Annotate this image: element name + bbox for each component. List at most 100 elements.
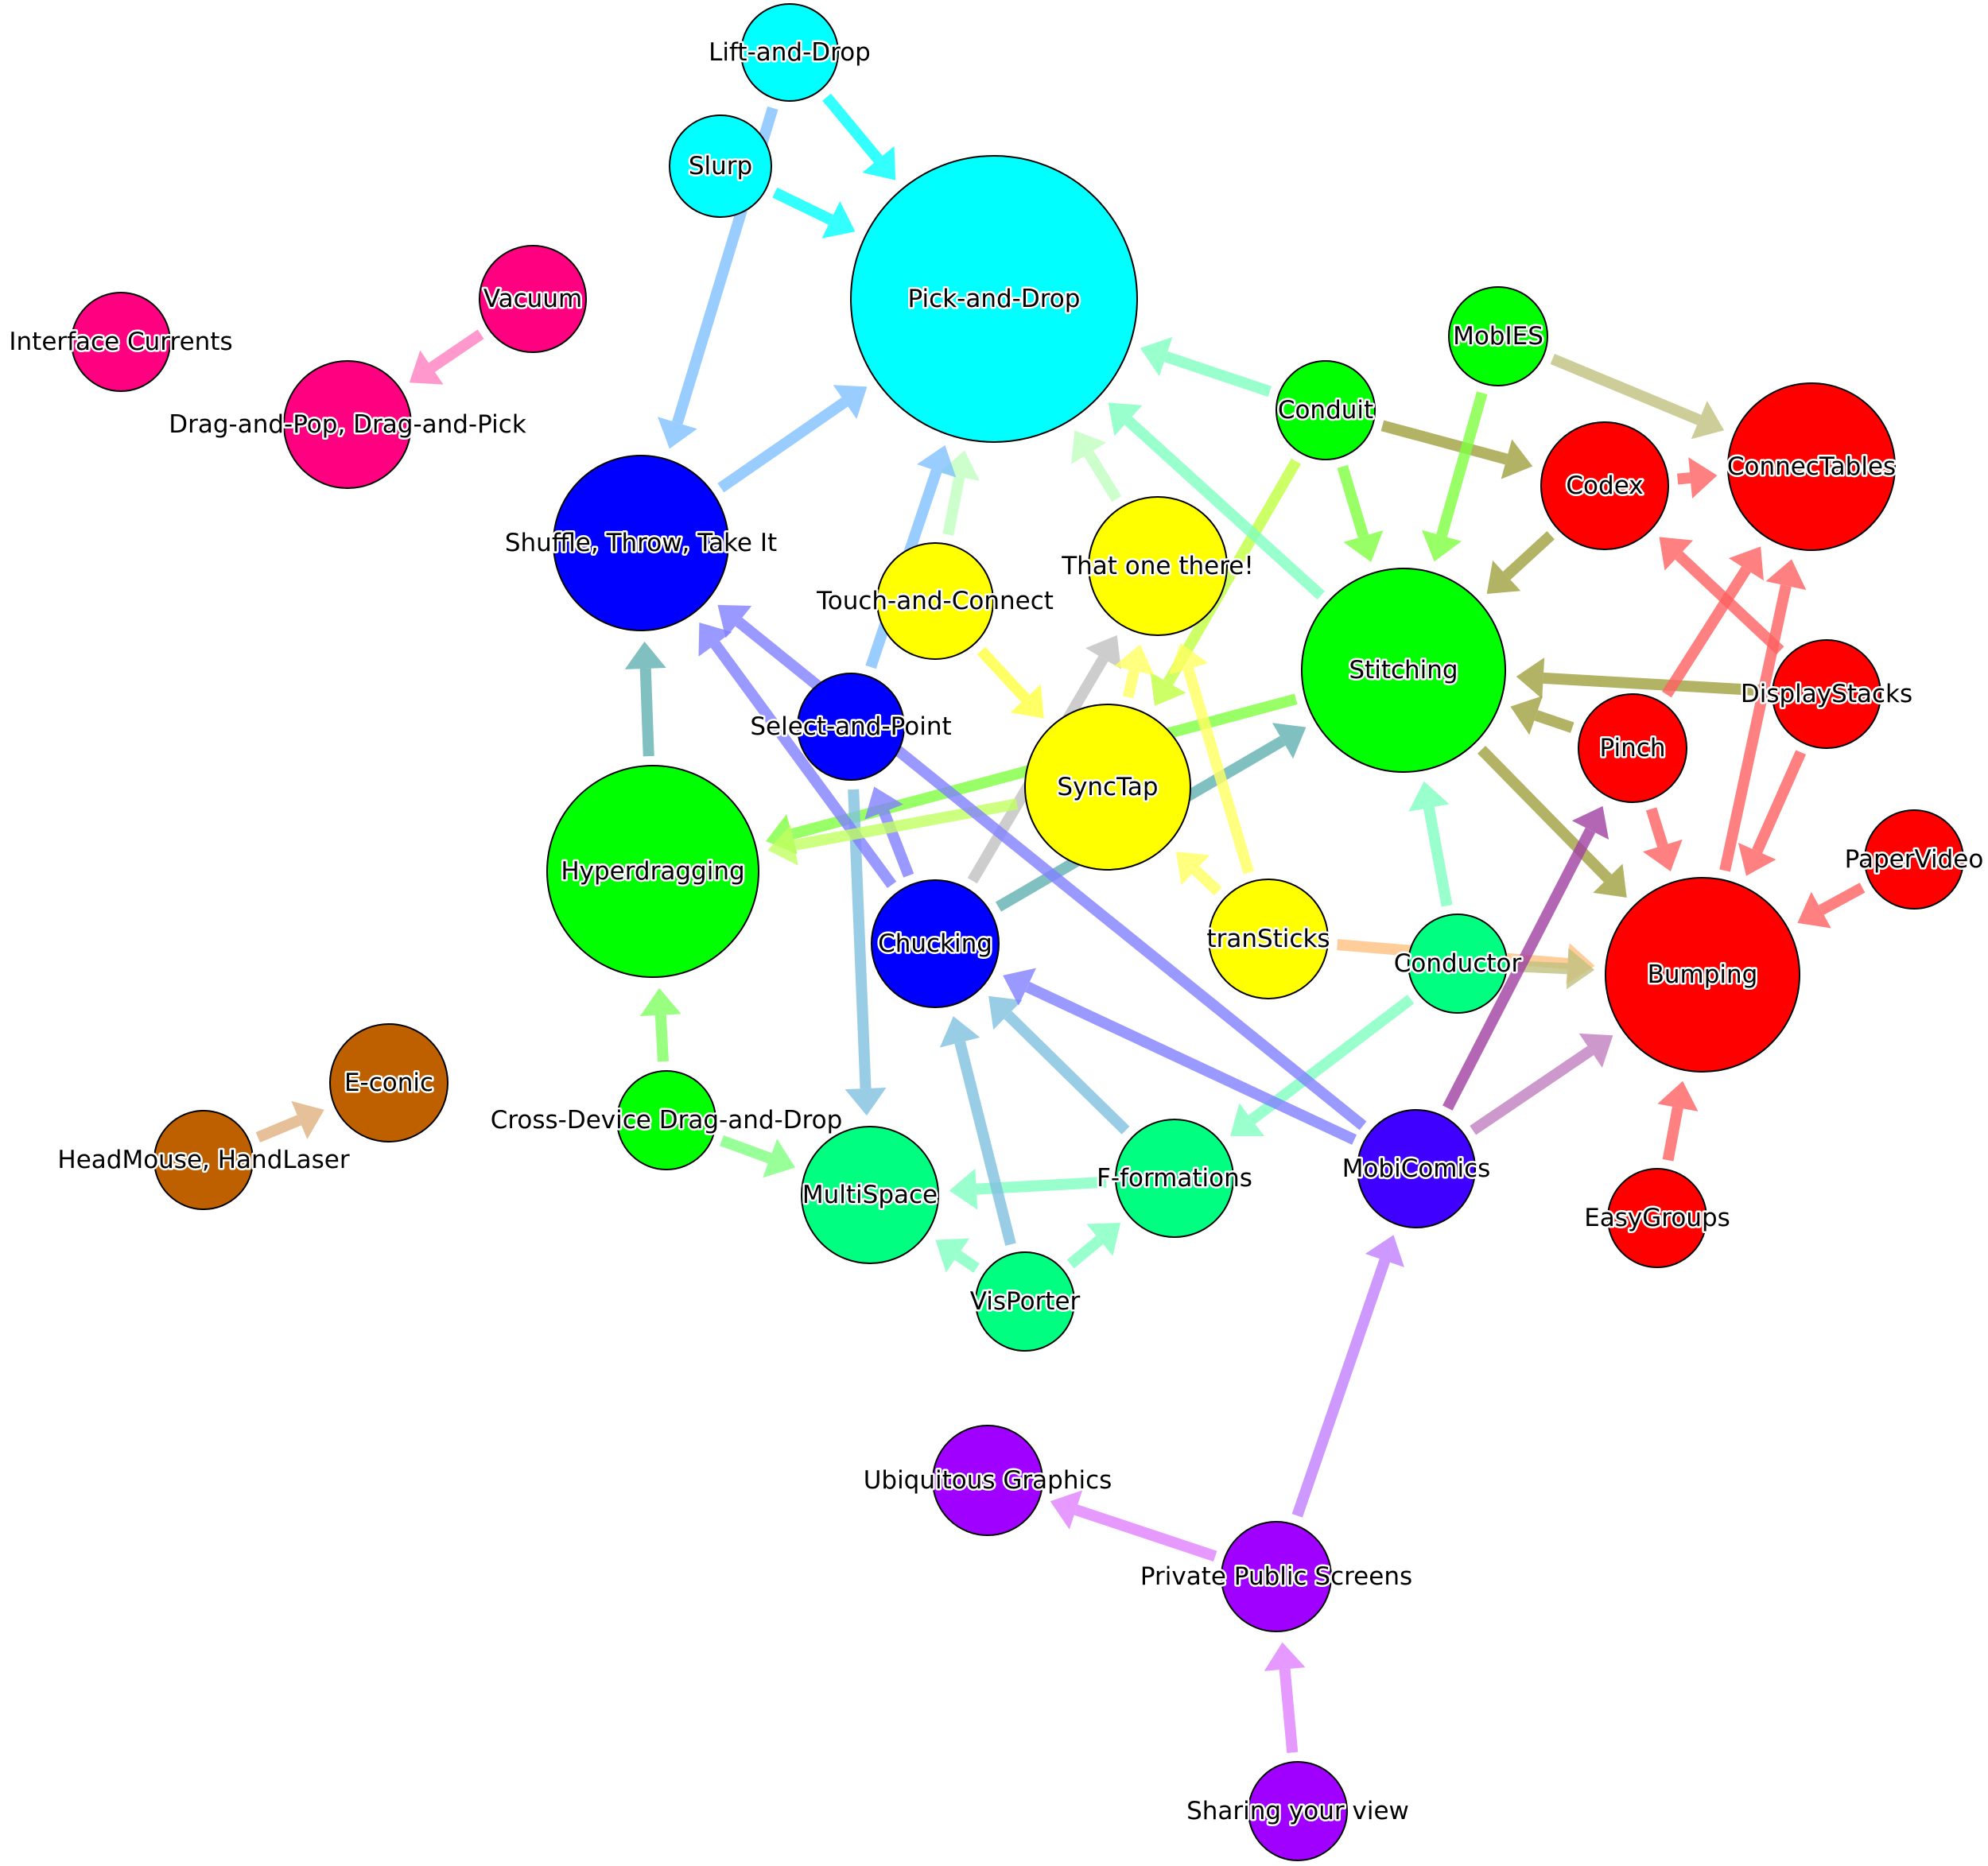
node-synctap: SyncTap [1024,704,1191,871]
edge-shaft [1470,1046,1594,1135]
arrowhead [1108,402,1143,436]
edge-stitching-to-pick-and-drop [1108,402,1325,600]
arrowhead [698,622,732,657]
node-label: Sharing your view [1186,1797,1409,1825]
node-transticks: tranSticks [1205,879,1332,999]
edge-shaft [1676,472,1691,485]
node-circle [801,1126,939,1264]
edge-shaft [639,668,654,757]
arrowhead [1086,1222,1121,1256]
edge-shaft [1084,450,1122,502]
node-circle [1408,914,1508,1014]
edge-shaft [1163,458,1302,685]
arrowhead [1264,1642,1306,1671]
edge-codex-to-stitching [1486,531,1555,595]
node-label: Bumping [1648,960,1758,989]
node-shuffle: Shuffle, Throw, Take It [503,455,779,631]
node-circle [329,1023,448,1142]
node-circle [669,114,772,218]
node-circle [546,765,759,978]
arrowhead [1113,644,1155,676]
node-circle [797,673,905,781]
node-sharing-your-view: Sharing your view [1185,1761,1411,1861]
edge-easygroups-to-bumping [1657,1080,1699,1162]
node-circle [1248,1761,1348,1861]
node-circle [153,1110,254,1210]
edge-conduit-to-pick-and-drop [1140,336,1272,398]
node-drag-and-pop: Drag-and-Pop, Drag-and-Pick [167,360,528,489]
arrowhead [821,201,856,239]
edge-mobies-to-stitching [1421,391,1488,562]
arrowhead [917,444,957,478]
edge-shaft [1182,667,1254,875]
edge-displaystacks-to-stitching [1516,657,1764,699]
arrowhead [1797,891,1831,929]
arrowhead [1578,1033,1613,1068]
arrowhead [409,350,444,385]
node-mobies: MobIES [1448,286,1548,386]
edge-visporter-to-chucking [939,1016,1016,1246]
node-stitching: Stitching [1301,568,1506,773]
node-lift-and-drop: Lift-and-Drop [707,3,872,102]
arrowhead [1571,805,1609,840]
node-circle [1276,360,1376,460]
edge-shaft [255,1115,302,1143]
edge-mobicomics-to-chucking [1003,968,1357,1145]
arrowhead [1510,696,1543,735]
node-circle [1727,382,1896,551]
node-circle [932,1425,1043,1536]
edge-that-one-there-to-pick-and-drop [1071,430,1122,502]
edge-shaft [822,93,883,163]
arrowhead [1365,1235,1405,1267]
edge-shuffle-to-pick-and-drop [717,385,868,493]
edge-shaft [1380,420,1508,465]
node-headmouse: HeadMouse, HandLaser [56,1110,351,1210]
node-label: tranSticks [1206,925,1330,953]
node-circle [1607,1168,1707,1268]
edge-shaft [942,475,965,536]
node-label: HeadMouse, HandLaser [57,1146,349,1174]
arrowhead [1150,672,1186,706]
edge-private-public-screens-to-mobicomics [1291,1235,1405,1518]
arrowhead [1516,657,1545,699]
edge-displaystacks-to-codex [1659,537,1784,655]
node-circle [876,542,994,660]
arrowhead [717,604,752,638]
edge-bumping-to-connectables [1719,559,1807,872]
edge-shaft [1337,464,1369,538]
node-multispace: MultiSpace [800,1126,940,1264]
node-pick-and-drop: Pick-and-Drop [850,155,1138,443]
node-circle [1578,693,1687,803]
edge-shaft [710,641,897,888]
edge-shaft [954,1041,1016,1246]
node-vacuum: Vacuum [479,245,587,353]
node-label: Conduit [1278,396,1373,425]
arrowhead [864,786,903,820]
arrowhead [291,1100,324,1139]
node-label: DisplayStacks [1741,680,1912,708]
node-label: SyncTap [1057,773,1158,801]
edge-sharing-your-view-to-private-public-screens [1264,1642,1306,1753]
node-label: Shuffle, Throw, Take It [505,529,777,557]
edge-slurp-to-pick-and-drop [772,187,856,239]
edge-hyperdragging-to-shuffle [624,641,666,757]
node-label: Codex [1566,471,1643,500]
edge-shaft [717,397,848,493]
node-circle [1024,704,1191,871]
node-label: Pick-and-Drop [908,285,1081,313]
node-circle [1605,877,1800,1073]
node-circle [1208,879,1329,999]
arrowhead [1566,948,1595,990]
node-label: MobIES [1453,322,1543,351]
arrowhead [1688,457,1718,499]
edge-shaft [1279,1668,1299,1753]
edge-shaft [1066,1236,1104,1269]
edge-papervideo-to-bumping [1797,883,1866,929]
edge-shaft [1163,351,1272,398]
node-circle [871,879,1000,1008]
edge-shaft [1074,1504,1217,1562]
node-label: Interface Currents [9,328,232,356]
edge-shaft [429,329,484,372]
node-circle [479,245,587,353]
edge-chucking-to-shuffle [698,622,897,888]
